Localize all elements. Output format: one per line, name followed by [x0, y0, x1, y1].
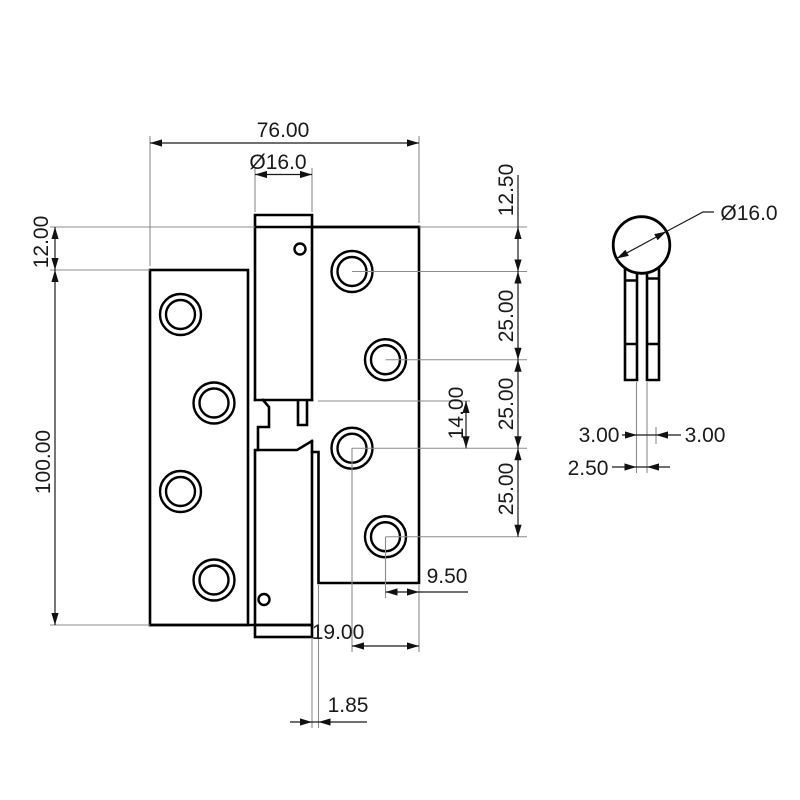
right-leaf	[310, 225, 421, 585]
screw-hole-inner	[198, 387, 230, 419]
dim-hole-to-edge-near-label: 9.50	[427, 565, 468, 588]
dim-hole-to-edge-near: 9.50	[385, 565, 468, 596]
screw-hole	[192, 558, 236, 602]
dim-leaf-clearance: 1.85	[290, 694, 368, 726]
arrowheads	[462, 401, 470, 449]
left-leaf	[148, 268, 314, 627]
dim-leaf-height-label: 100.00	[32, 430, 55, 494]
knuckle-lower	[253, 439, 314, 639]
dim-left-leaf-thickness-label: 3.00	[579, 424, 620, 447]
dim-leaf-thicknesses: 3.00 3.00	[579, 424, 726, 447]
dim-leaf-offset-label: 12.00	[30, 216, 53, 269]
knuckle-upper-outline	[253, 213, 421, 402]
arrowheads	[616, 231, 667, 259]
dim-left-chain: 12.00 100.00	[30, 216, 59, 625]
dim-right-leaf-thickness-label: 3.00	[685, 424, 726, 447]
knuckle-upper	[253, 213, 421, 452]
leaf-bars-outline	[623, 267, 661, 382]
dim-pin-diameter-label: Ø16.0	[720, 202, 777, 225]
arrowheads	[300, 718, 331, 726]
dim-leaf-clearance-label: 1.85	[328, 694, 369, 717]
extension-lines	[50, 136, 527, 728]
dim-knuckle-to-hole: 14.00	[445, 387, 470, 449]
screw-hole	[158, 292, 203, 337]
dim-pin-diameter: Ø16.0	[616, 202, 778, 260]
dim-overall-width: 76.00	[150, 119, 419, 147]
arrowheads	[255, 170, 312, 179]
screw-hole-inner	[164, 475, 197, 508]
side-extension-lines	[635, 382, 657, 473]
leader-line	[616, 211, 714, 260]
knuckle-joint-upper	[253, 398, 314, 452]
dim-knuckle-gap: 2.50	[568, 457, 670, 480]
dim-top-hole-offset-label: 12.50	[495, 164, 518, 217]
dim-hole-spacing-2-label: 25.00	[495, 378, 518, 431]
dim-knuckle-gap-label: 2.50	[568, 457, 609, 480]
dim-knuckle-diameter-label: Ø16.0	[249, 151, 306, 174]
dim-hole-spacing-1-label: 25.00	[495, 290, 518, 343]
dim-hole-spacing-3-label: 25.00	[495, 463, 518, 516]
screw-hole-inner	[198, 564, 230, 596]
side-view: Ø16.0 3.00 3.00 2.50	[568, 202, 778, 480]
knuckle-bottom-cap	[253, 623, 314, 639]
dim-right-chain: 12.50 25.00 25.00 25.00	[495, 164, 522, 537]
front-view	[148, 213, 421, 639]
leaf-edge-bars	[623, 267, 661, 382]
pin-hole-top	[293, 242, 307, 256]
screw-hole	[192, 381, 236, 425]
screw-hole	[158, 469, 203, 514]
hole-center-lines	[352, 270, 527, 538]
dim-overall-width-label: 76.00	[257, 119, 310, 142]
pin-hole-bottom	[257, 592, 271, 607]
arrowheads	[514, 227, 522, 537]
knuckle-lower-outline	[253, 439, 314, 627]
dim-hole-to-edge-far-label: 19.00	[312, 621, 365, 644]
arrowheads	[625, 431, 668, 439]
screw-hole-inner	[164, 298, 197, 331]
dim-hole-to-edge-far: 19.00	[312, 621, 419, 650]
arrowheads	[385, 588, 419, 596]
arrowheads	[624, 463, 659, 471]
dim-knuckle-to-hole-label: 14.00	[445, 387, 468, 440]
dim-knuckle-diameter: Ø16.0	[249, 151, 312, 179]
